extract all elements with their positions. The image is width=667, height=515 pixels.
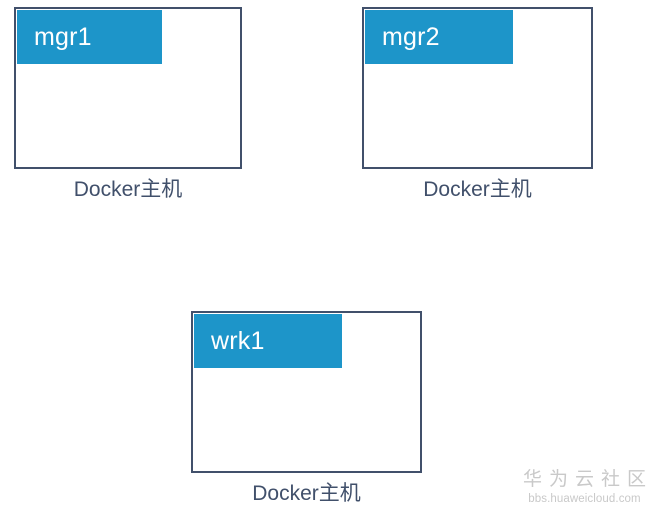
container-block-mgr2: mgr2: [365, 10, 513, 64]
docker-host-caption: Docker主机: [423, 178, 532, 201]
container-label: mgr1: [34, 22, 92, 51]
docker-host-box: mgr1: [14, 7, 242, 169]
docker-host-caption: Docker主机: [73, 178, 183, 201]
container-block-wrk1: wrk1: [194, 314, 342, 368]
container-label: wrk1: [211, 326, 265, 355]
docker-host-box: mgr2: [362, 7, 593, 169]
docker-host-box: wrk1: [191, 311, 422, 473]
container-block-mgr1: mgr1: [17, 10, 162, 64]
container-label: mgr2: [382, 22, 440, 51]
watermark-brand-text: 华为云社区: [522, 469, 653, 491]
watermark-url-text: bbs.huaweicloud.com: [528, 493, 641, 506]
watermark: 华为云社区 bbs.huaweicloud.com: [516, 468, 653, 507]
docker-host-caption: Docker主机: [252, 482, 361, 505]
